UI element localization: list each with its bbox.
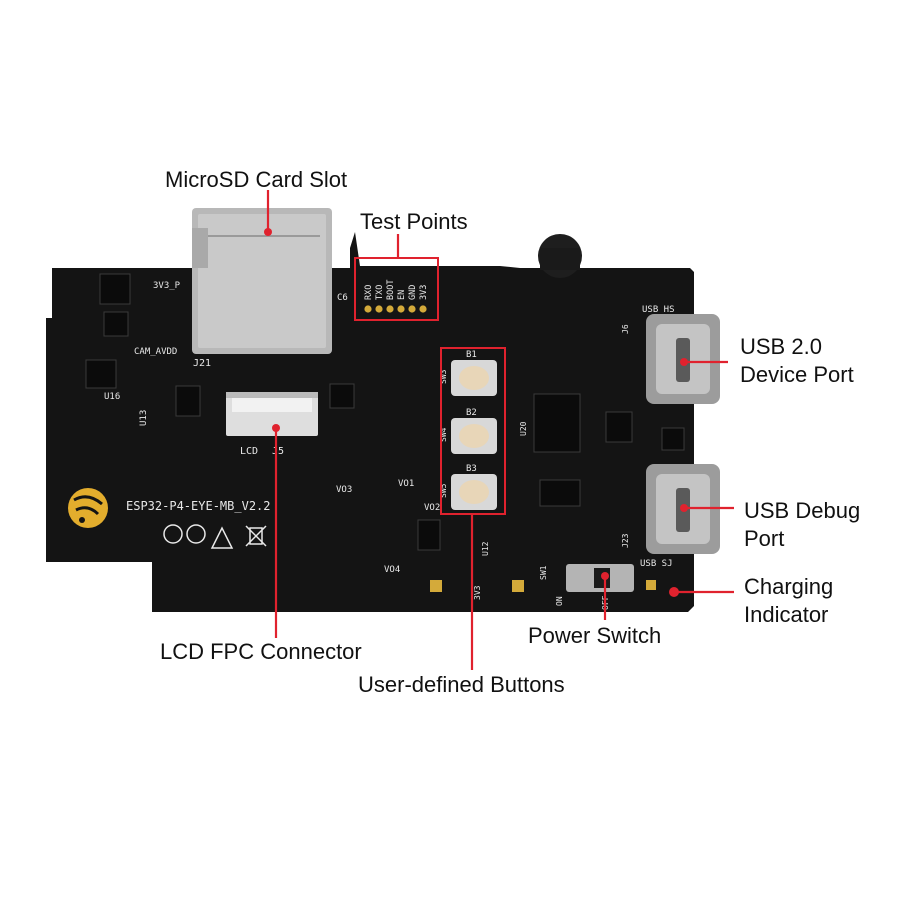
callout-test-points: Test Points	[360, 209, 468, 234]
label-vo3: VO3	[336, 485, 352, 495]
power-switch	[566, 564, 634, 592]
test-point-label: GND	[408, 285, 418, 300]
label-u16: U16	[104, 392, 120, 402]
label-3v3-bottom: 3V3	[473, 585, 482, 600]
label-vo1: VO1	[398, 479, 414, 489]
label-on: ON	[555, 596, 564, 606]
label-c6: C6	[337, 293, 348, 303]
user-button-b3	[451, 474, 497, 510]
callout-usb2-line1: USB 2.0	[740, 334, 822, 359]
callout-usb2-device-port: USB 2.0 Device Port	[740, 333, 854, 389]
test-point-pad	[419, 305, 427, 313]
label-sw1: SW1	[539, 565, 548, 580]
callout-charging-indicator: Charging Indicator	[744, 573, 833, 629]
test-point-label: RXO	[364, 285, 374, 300]
label-u13: U13	[139, 410, 149, 426]
label-cam-avdd: CAM_AVDD	[134, 347, 177, 357]
leader-lines	[266, 190, 734, 670]
callout-charging-line1: Charging	[744, 574, 834, 599]
label-sw4: SW4	[439, 427, 448, 442]
test-point-pad	[386, 305, 394, 313]
callout-user-defined-buttons: User-defined Buttons	[358, 672, 565, 697]
test-point-pad	[375, 305, 383, 313]
label-usb-hs: USB HS	[642, 305, 675, 315]
label-b3: B3	[466, 464, 477, 474]
callout-charging-line2: Indicator	[744, 602, 829, 627]
ic-chips	[85, 273, 685, 551]
label-j21: J21	[193, 358, 211, 369]
label-j23: J23	[621, 533, 630, 548]
label-u12: U12	[481, 541, 490, 556]
callout-microsd-slot: MicroSD Card Slot	[165, 167, 348, 192]
label-b2: B2	[466, 408, 477, 418]
callout-lcd-fpc-connector: LCD FPC Connector	[160, 639, 362, 664]
espressif-logo	[68, 488, 108, 528]
callout-power-switch: Power Switch	[528, 623, 662, 648]
test-point-pad	[408, 305, 416, 313]
test-point-label: TXO	[375, 285, 385, 300]
lcd-fpc-connector	[226, 392, 318, 436]
callout-usb-debug-line2: Port	[744, 526, 785, 551]
label-u20: U20	[519, 421, 528, 436]
label-b1: B1	[466, 350, 477, 360]
user-button-b2	[451, 418, 497, 454]
microsd-slot	[192, 208, 332, 354]
label-sw5: SW5	[439, 483, 448, 498]
callout-usb-debug-line1: USB Debug	[744, 498, 861, 523]
label-vo4: VO4	[384, 565, 400, 575]
test-points-highlight	[354, 257, 439, 321]
label-vo2: VO2	[424, 503, 440, 513]
callout-usb2-line2: Device Port	[740, 362, 854, 387]
knob-teeth	[540, 248, 580, 270]
test-point-label: 3V3	[419, 285, 429, 300]
label-3v3-p: 3V3_P	[153, 281, 181, 291]
label-j5: J5	[272, 446, 284, 457]
label-lcd: LCD	[240, 446, 258, 457]
label-usb-sj: USB SJ	[640, 559, 673, 569]
test-point-pad	[364, 305, 372, 313]
label-board-name: ESP32-P4-EYE-MB_V2.2	[126, 499, 271, 513]
leader-dots	[264, 228, 688, 580]
solder-pads	[430, 580, 656, 592]
test-point-pad	[397, 305, 405, 313]
label-sw3: SW3	[439, 369, 448, 384]
user-button-b1	[451, 360, 497, 396]
callout-usb-debug-port: USB Debug Port	[744, 497, 860, 553]
compliance-marks	[163, 524, 267, 549]
test-point-label: BOOT	[386, 280, 396, 300]
label-j6: J6	[621, 324, 630, 334]
test-point-label: EN	[397, 290, 407, 300]
